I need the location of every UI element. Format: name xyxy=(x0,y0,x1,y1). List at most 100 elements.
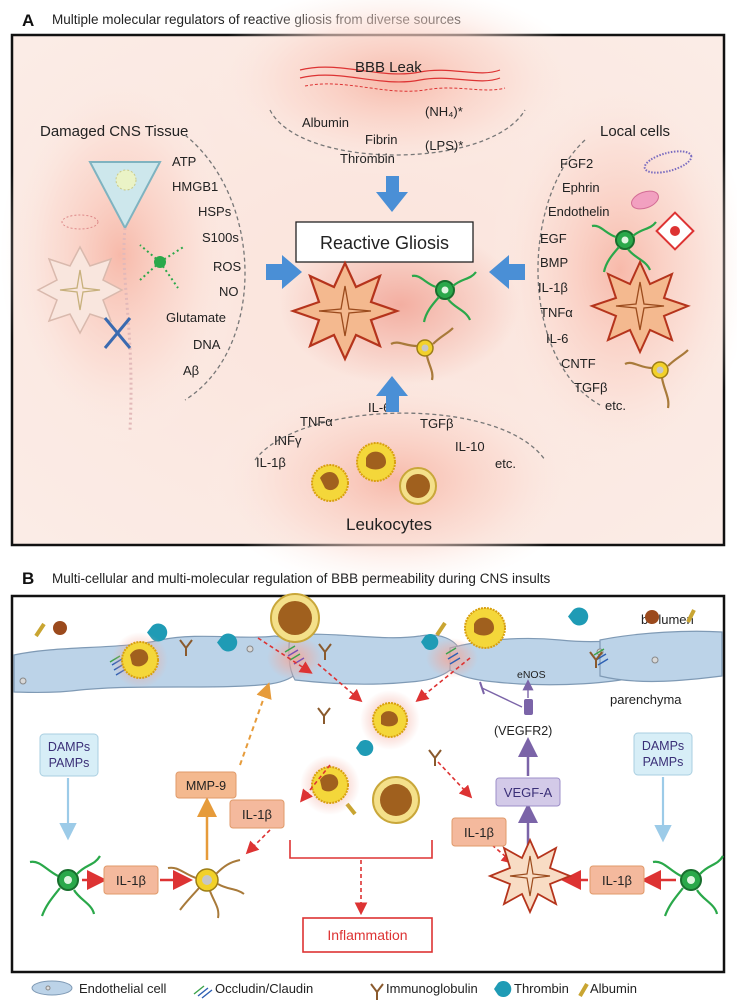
inflammation-box xyxy=(302,917,433,953)
fgf-icon xyxy=(643,150,693,174)
local-boundary-arc xyxy=(537,139,601,406)
endothelin-dot-icon xyxy=(670,226,680,236)
damps-box-left xyxy=(39,733,99,777)
leaky-junction-glow xyxy=(426,638,478,678)
mmp9-to-junction-arrow xyxy=(239,682,272,766)
vessel-wall-line xyxy=(299,74,501,83)
vessel-wall-line xyxy=(299,66,501,75)
local-item: EGF xyxy=(540,231,567,246)
damaged-items: ATP HMGB1 HSPs S100s ROS NO Glutamate DN… xyxy=(166,154,242,378)
neutrophil-icon xyxy=(121,641,159,679)
vegfr2-receptor-icon xyxy=(524,699,533,715)
local-item: TGFβ xyxy=(574,380,607,395)
il1b-label: IL-1β xyxy=(116,873,146,888)
occludin-claudin-legend-icon xyxy=(193,985,213,999)
albumin-icon xyxy=(435,621,447,637)
bbb-title: BBB Leak xyxy=(355,59,422,76)
immunoglobulin-icon xyxy=(317,707,331,724)
bbb-item: Fibrin xyxy=(365,132,398,147)
monocyte-icon xyxy=(464,607,506,649)
il1b-release-arrow xyxy=(437,761,473,799)
astrocyte-core-icon xyxy=(59,269,101,311)
albumin-dot-icon xyxy=(53,621,67,635)
immunoglobulin-icon xyxy=(589,651,603,668)
oligodendrocyte-icon xyxy=(167,859,245,919)
thrombin-icon xyxy=(356,739,374,756)
thrombin-legend-icon xyxy=(494,980,512,997)
damaged-item: S100s xyxy=(202,230,239,245)
debris-icon xyxy=(61,214,99,230)
dna-icon xyxy=(103,317,132,349)
local-item: Ephrin xyxy=(562,180,600,195)
arrow-damaged-right xyxy=(266,255,302,289)
mmp9-label: MMP-9 xyxy=(186,779,226,793)
il1b-label: IL-1β xyxy=(602,873,632,888)
enos-inhibit-bar xyxy=(479,681,485,695)
lymphocyte-icon xyxy=(270,593,320,643)
thrombin-icon xyxy=(217,633,238,652)
reactive-astrocyte-icon xyxy=(289,260,401,362)
damaged-item: HSPs xyxy=(198,204,232,219)
inflammation-label: Inflammation xyxy=(327,927,407,943)
immunoglobulin-icon xyxy=(179,639,193,656)
vegfa-label: VEGF-A xyxy=(504,785,553,800)
arrow-leuko-up xyxy=(376,376,408,412)
damaged-item: ATP xyxy=(172,154,196,169)
local-items: FGF2 Ephrin Endothelin EGF BMP IL-1β TNF… xyxy=(538,156,626,413)
immunoglobulin-icon xyxy=(428,749,442,766)
damaged-boundary-arc xyxy=(184,134,246,401)
endothelial-cell-icon xyxy=(599,630,723,683)
vegfa-box xyxy=(495,777,561,807)
leuko-item: IL-10 xyxy=(455,439,485,454)
legend-item: Thrombin xyxy=(514,981,569,996)
il1b-box xyxy=(229,799,285,829)
vegfr2-label: (VEGFR2) xyxy=(494,724,552,738)
transmigration-arrow xyxy=(317,663,363,703)
local-item: etc. xyxy=(605,398,626,413)
microglia-icon xyxy=(652,855,724,917)
local-item: BMP xyxy=(540,255,568,270)
bbb-item: Albumin xyxy=(302,115,349,130)
albumin-icon xyxy=(34,622,46,638)
local-item: FGF2 xyxy=(560,156,593,171)
local-item: IL-1β xyxy=(538,280,568,295)
local-oligodendrocyte-icon xyxy=(624,349,689,409)
arrow-bbb-down xyxy=(376,176,408,212)
panel-b-title: Multi-cellular and multi-molecular regul… xyxy=(52,571,550,586)
bbb-item: (NH₄)* xyxy=(425,104,463,119)
legend-item: Immunoglobulin xyxy=(386,981,478,996)
neutrophil-icon xyxy=(311,766,349,804)
il1b-box xyxy=(451,817,507,847)
thrombin-icon xyxy=(568,607,589,626)
damaged-item: NO xyxy=(219,284,239,299)
leuko-item: TGFβ xyxy=(420,416,453,431)
bbb-boundary-arc xyxy=(269,109,526,156)
bbb-glow xyxy=(205,0,585,175)
vessel-leak-line xyxy=(304,83,506,92)
il1b-release-arrow xyxy=(300,764,331,803)
damps-label: DAMPs xyxy=(48,740,90,754)
immunoglobulin-icon xyxy=(318,643,332,660)
lymphocyte-icon xyxy=(372,776,420,824)
damaged-item: Aβ xyxy=(183,363,199,378)
arrow-local-left xyxy=(489,255,525,289)
monocyte-icon xyxy=(356,442,396,482)
transmigration-arrow xyxy=(257,637,313,674)
local-microglia-icon xyxy=(591,221,657,273)
lymphocyte-icon xyxy=(399,467,437,505)
reactive-oligodendrocyte-icon xyxy=(390,327,454,381)
local-item: CNTF xyxy=(561,356,596,371)
reactive-gliosis-box xyxy=(295,221,474,263)
leuko-item: IL-6 xyxy=(368,400,390,415)
il1b-to-oligo-arrow xyxy=(245,829,271,855)
mmp9-box xyxy=(175,771,237,799)
enos-label: eNOS xyxy=(517,669,546,681)
immunoglobulin-legend-icon xyxy=(370,983,384,1000)
damps-label: DAMPs xyxy=(642,739,684,753)
legend: Endothelial cell Occludin/Claudin Immuno… xyxy=(31,980,637,1000)
legend-item: Endothelial cell xyxy=(79,981,167,996)
damaged-item: HMGB1 xyxy=(172,179,218,194)
panel-a-letter: A xyxy=(22,11,34,30)
parenchyma-label: parenchyma xyxy=(610,692,682,707)
astrocyte-icon xyxy=(487,837,573,915)
